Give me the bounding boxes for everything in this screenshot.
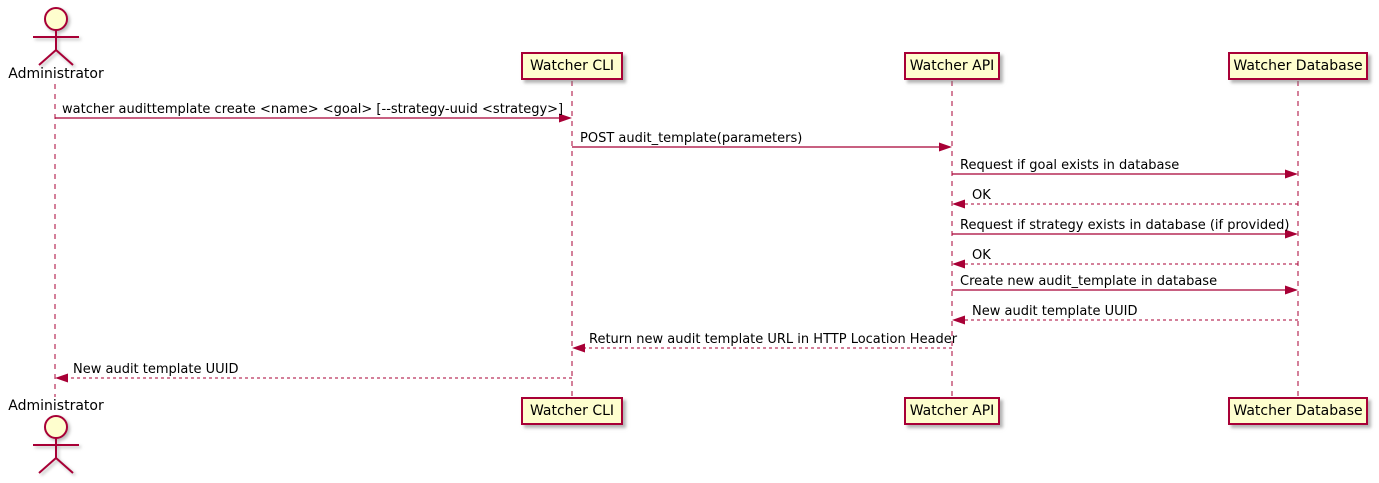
- message-label-2: POST audit_template(parameters): [580, 131, 803, 146]
- message-arrow-10: [55, 373, 572, 383]
- message-arrow-8: [952, 315, 1298, 325]
- participant-watcher-cli-bottom: Watcher CLI: [521, 397, 623, 425]
- actor-label-administrator-bottom: Administrator: [8, 398, 104, 414]
- message-arrow-1: [55, 113, 572, 123]
- message-label-10: New audit template UUID: [73, 362, 239, 377]
- message-arrow-4: [952, 199, 1298, 209]
- message-arrow-5: [952, 229, 1298, 239]
- message-label-3: Request if goal exists in database: [960, 158, 1180, 173]
- message-label-6: OK: [972, 248, 991, 263]
- message-arrow-9: [572, 343, 952, 353]
- participant-watcher-database-bottom: Watcher Database: [1228, 397, 1368, 425]
- message-label-1: watcher audittemplate create <name> <goa…: [62, 102, 564, 117]
- message-label-5: Request if strategy exists in database (…: [960, 218, 1290, 233]
- actor-figure-top: [33, 7, 79, 66]
- message-arrow-3: [952, 169, 1298, 179]
- actor-label-administrator-top: Administrator: [8, 66, 104, 82]
- participant-watcher-api-top: Watcher API: [904, 52, 1000, 80]
- message-label-7: Create new audit_template in database: [960, 274, 1218, 289]
- message-label-9: Return new audit template URL in HTTP Lo…: [589, 332, 958, 347]
- message-arrow-7: [952, 285, 1298, 295]
- participant-watcher-database-top: Watcher Database: [1228, 52, 1368, 80]
- message-label-4: OK: [972, 188, 991, 203]
- message-arrow-2: [572, 142, 952, 152]
- message-label-8: New audit template UUID: [972, 304, 1138, 319]
- message-arrow-6: [952, 259, 1298, 269]
- participant-watcher-api-bottom: Watcher API: [904, 397, 1000, 425]
- actor-figure-bottom: [33, 415, 79, 474]
- participant-watcher-cli-top: Watcher CLI: [521, 52, 623, 80]
